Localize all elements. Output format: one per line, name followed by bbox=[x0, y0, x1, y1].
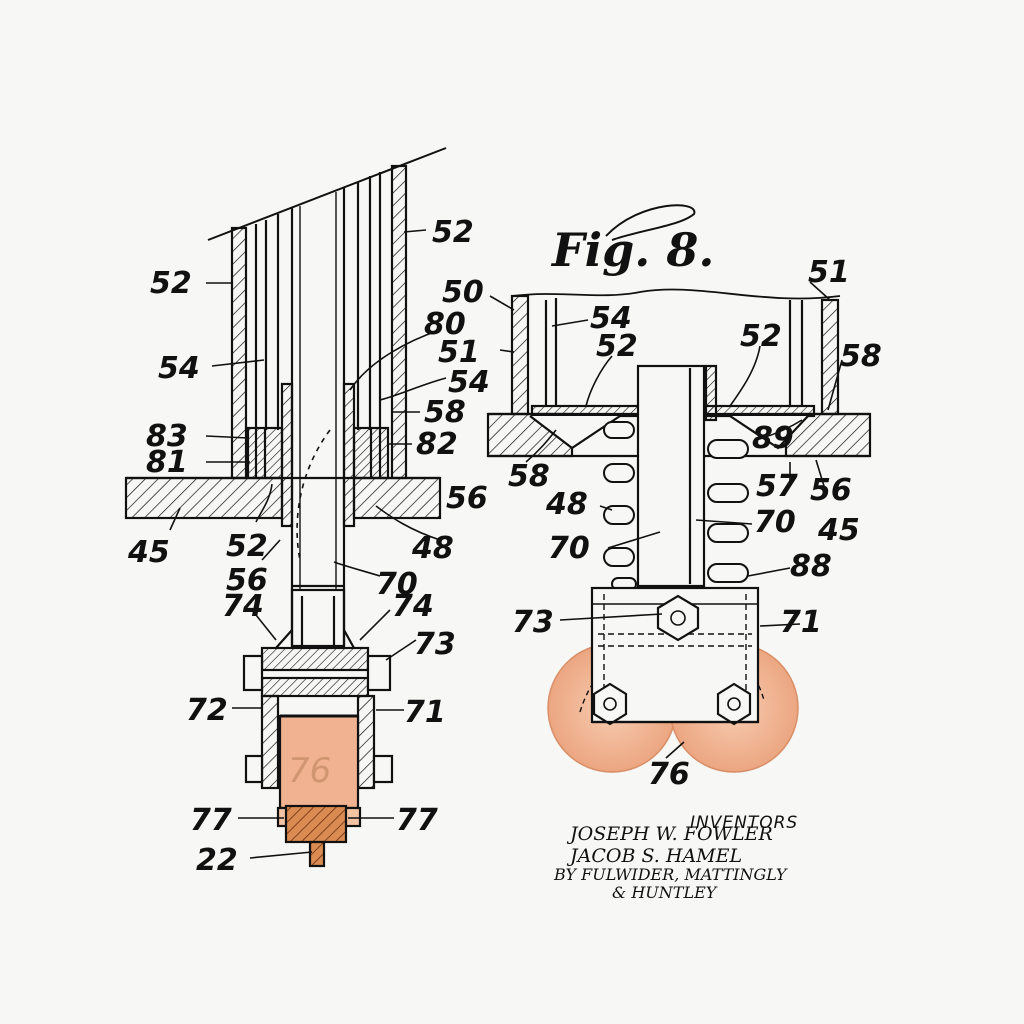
label-54-a: 54 bbox=[158, 351, 200, 386]
inventor-name-2: JACOB S. HAMEL bbox=[566, 845, 742, 867]
bolt-head-left bbox=[242, 654, 264, 692]
bearing-58-right bbox=[342, 382, 356, 528]
label-74-a: 74 bbox=[222, 589, 264, 624]
left-section-view bbox=[124, 147, 447, 868]
axle-bolt-left bbox=[244, 754, 264, 784]
fork-71-right-arm bbox=[356, 694, 376, 790]
sleeve-52-right-wall bbox=[390, 164, 408, 480]
label-83: 83 bbox=[146, 419, 188, 454]
label-r-48: 48 bbox=[545, 487, 588, 522]
attorney-line-2: & HUNTLEY bbox=[612, 883, 718, 902]
label-r-45: 45 bbox=[817, 513, 860, 548]
label-81: 81 bbox=[146, 445, 188, 480]
lower-shaft-collar bbox=[290, 588, 346, 648]
label-r-71: 71 bbox=[780, 605, 822, 640]
label-76-section: 76 bbox=[288, 751, 331, 791]
casing-51-left-wall bbox=[510, 294, 530, 416]
inventors-heading: INVENTORS bbox=[690, 813, 798, 833]
title-flourish bbox=[605, 204, 696, 241]
label-77-a: 77 bbox=[190, 803, 232, 838]
label-r-73: 73 bbox=[512, 605, 554, 640]
bevel-58-right bbox=[729, 415, 809, 450]
figure-title: Fig. 8. bbox=[550, 223, 714, 277]
clevis-74-right bbox=[343, 629, 355, 649]
label-r-88: 88 bbox=[790, 549, 832, 584]
label-52-a: 52 bbox=[150, 266, 192, 301]
label-80: 80 bbox=[424, 307, 466, 342]
label-22: 22 bbox=[196, 843, 238, 878]
label-r-51-b: 51 bbox=[808, 255, 850, 290]
label-58: 58 bbox=[424, 395, 466, 430]
label-r-76: 76 bbox=[648, 757, 690, 792]
label-r-56-a: 56 bbox=[446, 481, 488, 516]
track-77-rail bbox=[284, 804, 348, 844]
label-r-50: 50 bbox=[442, 275, 484, 310]
axle-bolt-hex-left bbox=[592, 682, 628, 726]
spring-88 bbox=[603, 421, 749, 591]
base-plate-45-right bbox=[352, 476, 442, 520]
label-54-b: 54 bbox=[448, 365, 490, 400]
sleeve-52-left-wall bbox=[230, 226, 248, 480]
label-r-70-b: 70 bbox=[754, 505, 796, 540]
label-48: 48 bbox=[411, 531, 454, 566]
label-70: 70 bbox=[376, 567, 418, 602]
label-73: 73 bbox=[414, 627, 456, 662]
label-r-54: 54 bbox=[590, 301, 632, 336]
left-labels: 52 52 54 80 54 58 83 82 81 45 52 56 48 7… bbox=[127, 215, 490, 878]
inventor-signature-block: INVENTORS JOSEPH W. FOWLER JACOB S. HAME… bbox=[553, 813, 798, 902]
shaft-48-cap bbox=[704, 364, 718, 422]
label-r-58-a: 58 bbox=[508, 459, 550, 494]
label-74-b: 74 bbox=[392, 589, 434, 624]
label-r-51-a: 51 bbox=[438, 335, 480, 370]
label-45: 45 bbox=[127, 535, 170, 570]
label-r-52-b: 52 bbox=[740, 319, 782, 354]
fig8-title: Fig. 8. bbox=[550, 204, 714, 277]
right-labels: 50 54 51 51 52 52 58 89 58 56 57 56 48 7… bbox=[438, 255, 882, 792]
clevis-73-plate-b bbox=[260, 676, 370, 698]
casing-51-right-wall bbox=[820, 298, 840, 416]
label-71: 71 bbox=[404, 695, 446, 730]
label-r-70-a: 70 bbox=[548, 531, 590, 566]
shaft-dashed-curve bbox=[296, 429, 331, 561]
bolt-head-right bbox=[366, 654, 392, 692]
label-r-57: 57 bbox=[756, 469, 798, 504]
label-r-89: 89 bbox=[752, 421, 794, 456]
axle-bolt-right-center bbox=[727, 697, 741, 711]
label-82: 82 bbox=[416, 427, 458, 462]
track-22-web bbox=[308, 840, 326, 868]
bearing-58-left bbox=[280, 382, 294, 528]
clevis-74-left bbox=[275, 629, 293, 649]
label-52-b: 52 bbox=[432, 215, 474, 250]
casing-break-line bbox=[511, 288, 841, 300]
axle-bolt-hex-right bbox=[716, 682, 752, 726]
right-wheel-view bbox=[486, 288, 872, 773]
label-72: 72 bbox=[186, 693, 228, 728]
left-leader-lines bbox=[169, 229, 447, 859]
bolt-73-hex bbox=[656, 594, 700, 642]
attorney-line-1: BY FULWIDER, MATTINGLY bbox=[553, 865, 788, 884]
axle-bolt-right bbox=[372, 754, 394, 784]
fork-72-left-arm bbox=[260, 694, 280, 790]
break-line bbox=[207, 147, 447, 241]
inventor-name-1: JOSEPH W. FOWLER bbox=[566, 823, 773, 845]
clevis-73-plate bbox=[260, 646, 370, 672]
base-plate-45-left bbox=[124, 476, 284, 520]
label-56: 56 bbox=[226, 563, 268, 598]
label-r-52-a: 52 bbox=[596, 329, 638, 364]
label-77-b: 77 bbox=[396, 803, 438, 838]
shaft-48 bbox=[636, 364, 706, 588]
bolt-73-center bbox=[670, 610, 686, 626]
label-r-56-b: 56 bbox=[810, 473, 852, 508]
label-r-58-b: 58 bbox=[840, 339, 882, 374]
right-leader-lines bbox=[489, 281, 843, 759]
axle-bolt-left-center bbox=[603, 697, 617, 711]
label-52-c: 52 bbox=[226, 529, 268, 564]
